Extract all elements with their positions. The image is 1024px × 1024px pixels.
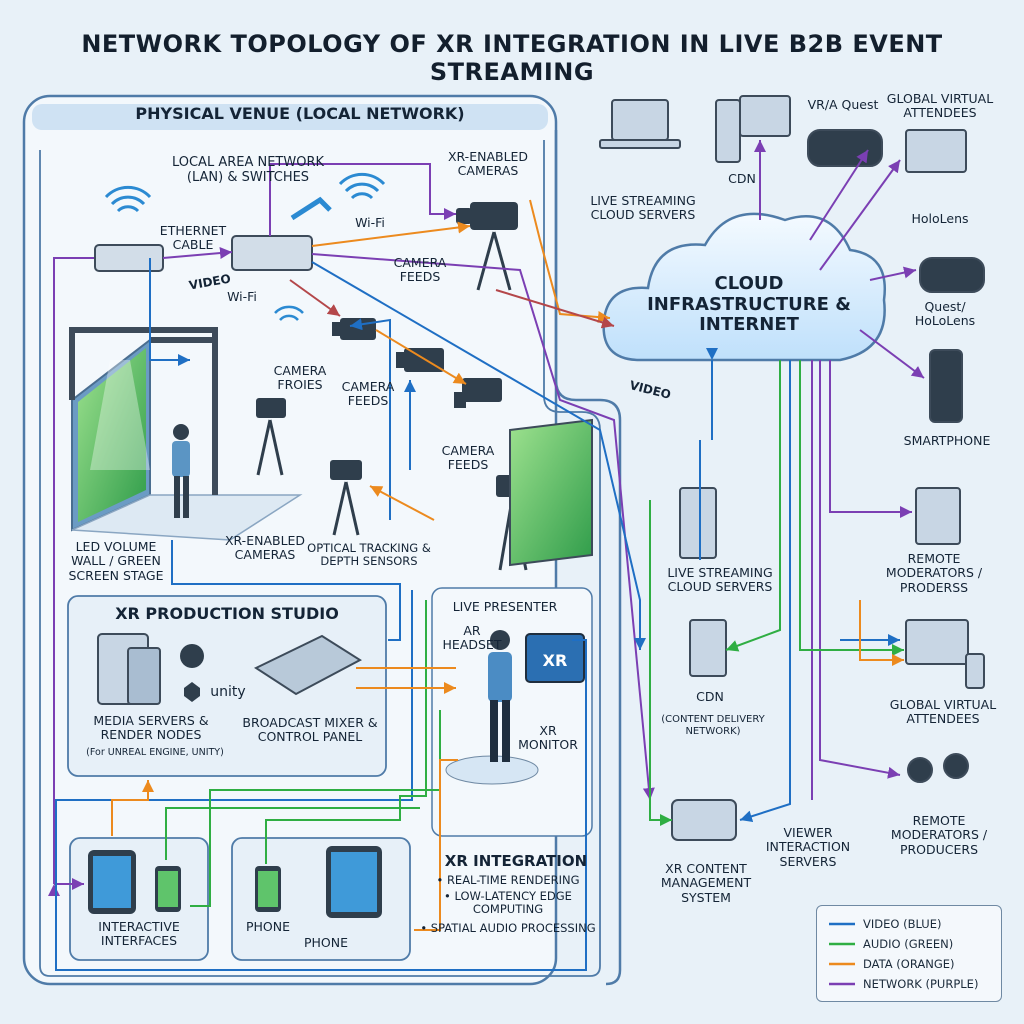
remote-moderators-2-label: REMOTE MODERATORS / PRODUCERS xyxy=(890,813,988,857)
wifi-label-2: Wi-Fi xyxy=(227,289,257,304)
global-virtual-bottom-label: GLOBAL VIRTUAL ATTENDEES xyxy=(889,697,997,727)
xr-integration-item-3: • SPATIAL AUDIO PROCESSING xyxy=(420,921,596,935)
venue-title: PHYSICAL VENUE (LOCAL NETWORK) xyxy=(135,104,465,123)
unity-label: unity xyxy=(210,684,246,700)
hololens-label: HoloLens xyxy=(911,211,969,226)
data-lines xyxy=(111,199,904,931)
cdn-top-label: CDN xyxy=(728,171,756,186)
quest-hololens-label: Quest/ HoLoLens xyxy=(914,299,976,329)
stage-label: LED VOLUME WALL / GREEN SCREEN STAGE xyxy=(68,539,164,583)
xr-monitor-label: XR MONITOR xyxy=(518,723,578,753)
studio-title: XR PRODUCTION STUDIO xyxy=(115,604,339,623)
top-streaming-servers-label: LIVE STREAMING CLOUD SERVERS xyxy=(590,193,696,223)
xr-integration-item-1: • REAL-TIME RENDERING xyxy=(436,873,580,887)
media-servers-label: MEDIA SERVERS & RENDER NODES xyxy=(93,713,209,743)
legend-item-data: DATA (ORANGE) xyxy=(863,957,955,971)
camera-feeds-label-1: CAMERA FEEDS xyxy=(393,255,447,285)
global-virtual-top-label: GLOBAL VIRTUAL ATTENDEES xyxy=(886,91,994,121)
smartphone-label: SMARTPHONE xyxy=(903,433,991,448)
led-stage-graphic xyxy=(69,327,303,541)
camera-froies-label: CAMERA FROIES xyxy=(273,363,327,393)
viewer-servers-label: VIEWER INTERACTION SERVERS xyxy=(765,825,851,869)
xr-cameras-top-label: XR-ENABLED CAMERAS xyxy=(447,149,529,179)
cloud-label: CLOUD INFRASTRUCTURE & INTERNET xyxy=(647,273,851,336)
remote-graphics xyxy=(599,95,985,841)
legend-item-audio: AUDIO (GREEN) xyxy=(863,937,954,951)
phone-label-2: PHONE xyxy=(303,935,349,950)
legend-item-video: VIDEO (BLUE) xyxy=(863,917,942,931)
cloud-graphic xyxy=(602,212,887,362)
cdn-label: CDN xyxy=(696,689,724,704)
xr-cms-label: XR CONTENT MANAGEMENT SYSTEM xyxy=(660,861,752,905)
tracking-label: OPTICAL TRACKING & DEPTH SENSORS xyxy=(307,541,431,569)
camera-feeds-label-3: CAMERA FEEDS xyxy=(441,443,495,473)
video-lines xyxy=(55,258,900,971)
xr-screen-text: XR xyxy=(542,651,568,670)
xr-cameras-bottom-label: XR-ENABLED CAMERAS xyxy=(224,533,306,563)
mixer-label: BROADCAST MIXER & CONTROL PANEL xyxy=(242,715,378,745)
wifi-label-1: Wi-Fi xyxy=(355,215,385,230)
live-presenter-label: LIVE PRESENTER xyxy=(452,599,558,614)
vr-quest-label: VR/A Quest xyxy=(807,97,879,112)
legend-item-network: NETWORK (PURPLE) xyxy=(863,977,979,991)
lan-label: LOCAL AREA NETWORK (LAN) & SWITCHES xyxy=(171,155,325,185)
remote-moderators-1-label: REMOTE MODERATORS / PRODERSS xyxy=(885,551,983,595)
device-graphics xyxy=(88,846,382,918)
studio-graphics xyxy=(97,633,362,705)
phone-label-1: PHONE xyxy=(245,919,291,934)
xr-integration-title: XR INTEGRATION xyxy=(444,852,588,870)
red-lines xyxy=(289,279,615,329)
xr-integration-item-2: • LOW-LATENCY EDGE COMPUTING xyxy=(444,889,572,917)
network-lines xyxy=(48,140,925,896)
legend: VIDEO (BLUE) AUDIO (GREEN) DATA (ORANGE)… xyxy=(816,905,1002,1002)
live-streaming-servers-label: LIVE STREAMING CLOUD SERVERS xyxy=(667,565,773,595)
media-servers-sub-label: (For UNREAL ENGINE, UNITY) xyxy=(86,747,224,758)
ar-headset-label: AR HEADSET xyxy=(442,623,502,653)
green-screen-panel xyxy=(509,418,593,567)
lan-switch-graphic xyxy=(231,172,386,321)
ethernet-label: ETHERNET CABLE xyxy=(159,223,227,253)
interactive-interfaces-label: INTERACTIVE INTERFACES xyxy=(98,919,180,949)
cdn-sub-label: (CONTENT DELIVERY NETWORK) xyxy=(661,714,765,737)
presenter-graphic xyxy=(445,630,585,785)
camera-feeds-label-2: CAMERA FEEDS xyxy=(341,379,395,409)
diagram-title: NETWORK TOPOLOGY OF XR INTEGRATION IN LI… xyxy=(81,30,943,86)
legend-swatches xyxy=(829,922,855,986)
